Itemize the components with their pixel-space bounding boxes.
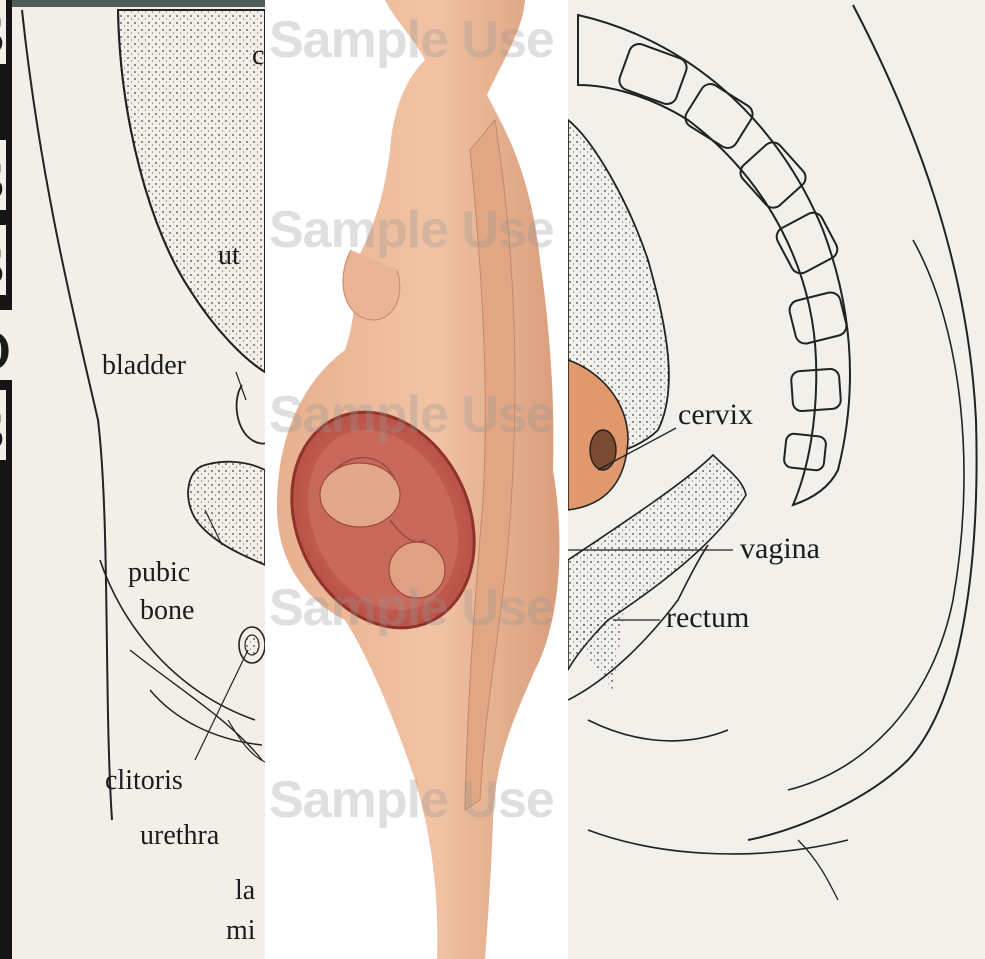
label-bladder: bladder: [102, 350, 186, 382]
cropped-glyph: s: [0, 140, 6, 210]
label-urethra: urethra: [140, 820, 219, 852]
label-pubic: pubic: [128, 557, 190, 589]
label-cervix: cervix: [678, 398, 753, 432]
label-vagina: vagina: [740, 532, 820, 566]
watermark-text: Sample Use O: [269, 770, 568, 830]
cropped-text-fragment: s s s o s: [0, 0, 22, 470]
watermark-text: Sample Use O: [269, 385, 568, 445]
label-rectum: rectum: [666, 601, 749, 635]
label-uterus: ut: [218, 240, 240, 272]
cropped-glyph: s: [0, 390, 6, 460]
pregnancy-illustration: Sample Use O Sample Use O Sample Use O S…: [265, 0, 568, 959]
pelvis-drawing-right: [568, 0, 985, 959]
label-labia-line2: mi: [226, 915, 256, 947]
label-labia-line1: la: [235, 875, 255, 907]
pelvis-drawing-left: [0, 0, 265, 959]
label-uterus-top: c: [252, 40, 264, 72]
pelvis-diagram-left: s s s o s c ut bladder pubic bone clitor…: [0, 0, 265, 959]
cropped-glyph: s: [0, 0, 6, 64]
cropped-glyph: o: [0, 310, 12, 380]
cropped-glyph: s: [0, 225, 6, 295]
watermark-text: Sample Use O: [269, 200, 568, 260]
label-clitoris: clitoris: [105, 765, 183, 797]
label-bone: bone: [140, 595, 194, 627]
watermark-text: Sample Use O: [269, 10, 568, 70]
pelvis-diagram-right: cervix vagina rectum: [568, 0, 985, 959]
watermark-text: Sample Use O: [269, 578, 568, 638]
